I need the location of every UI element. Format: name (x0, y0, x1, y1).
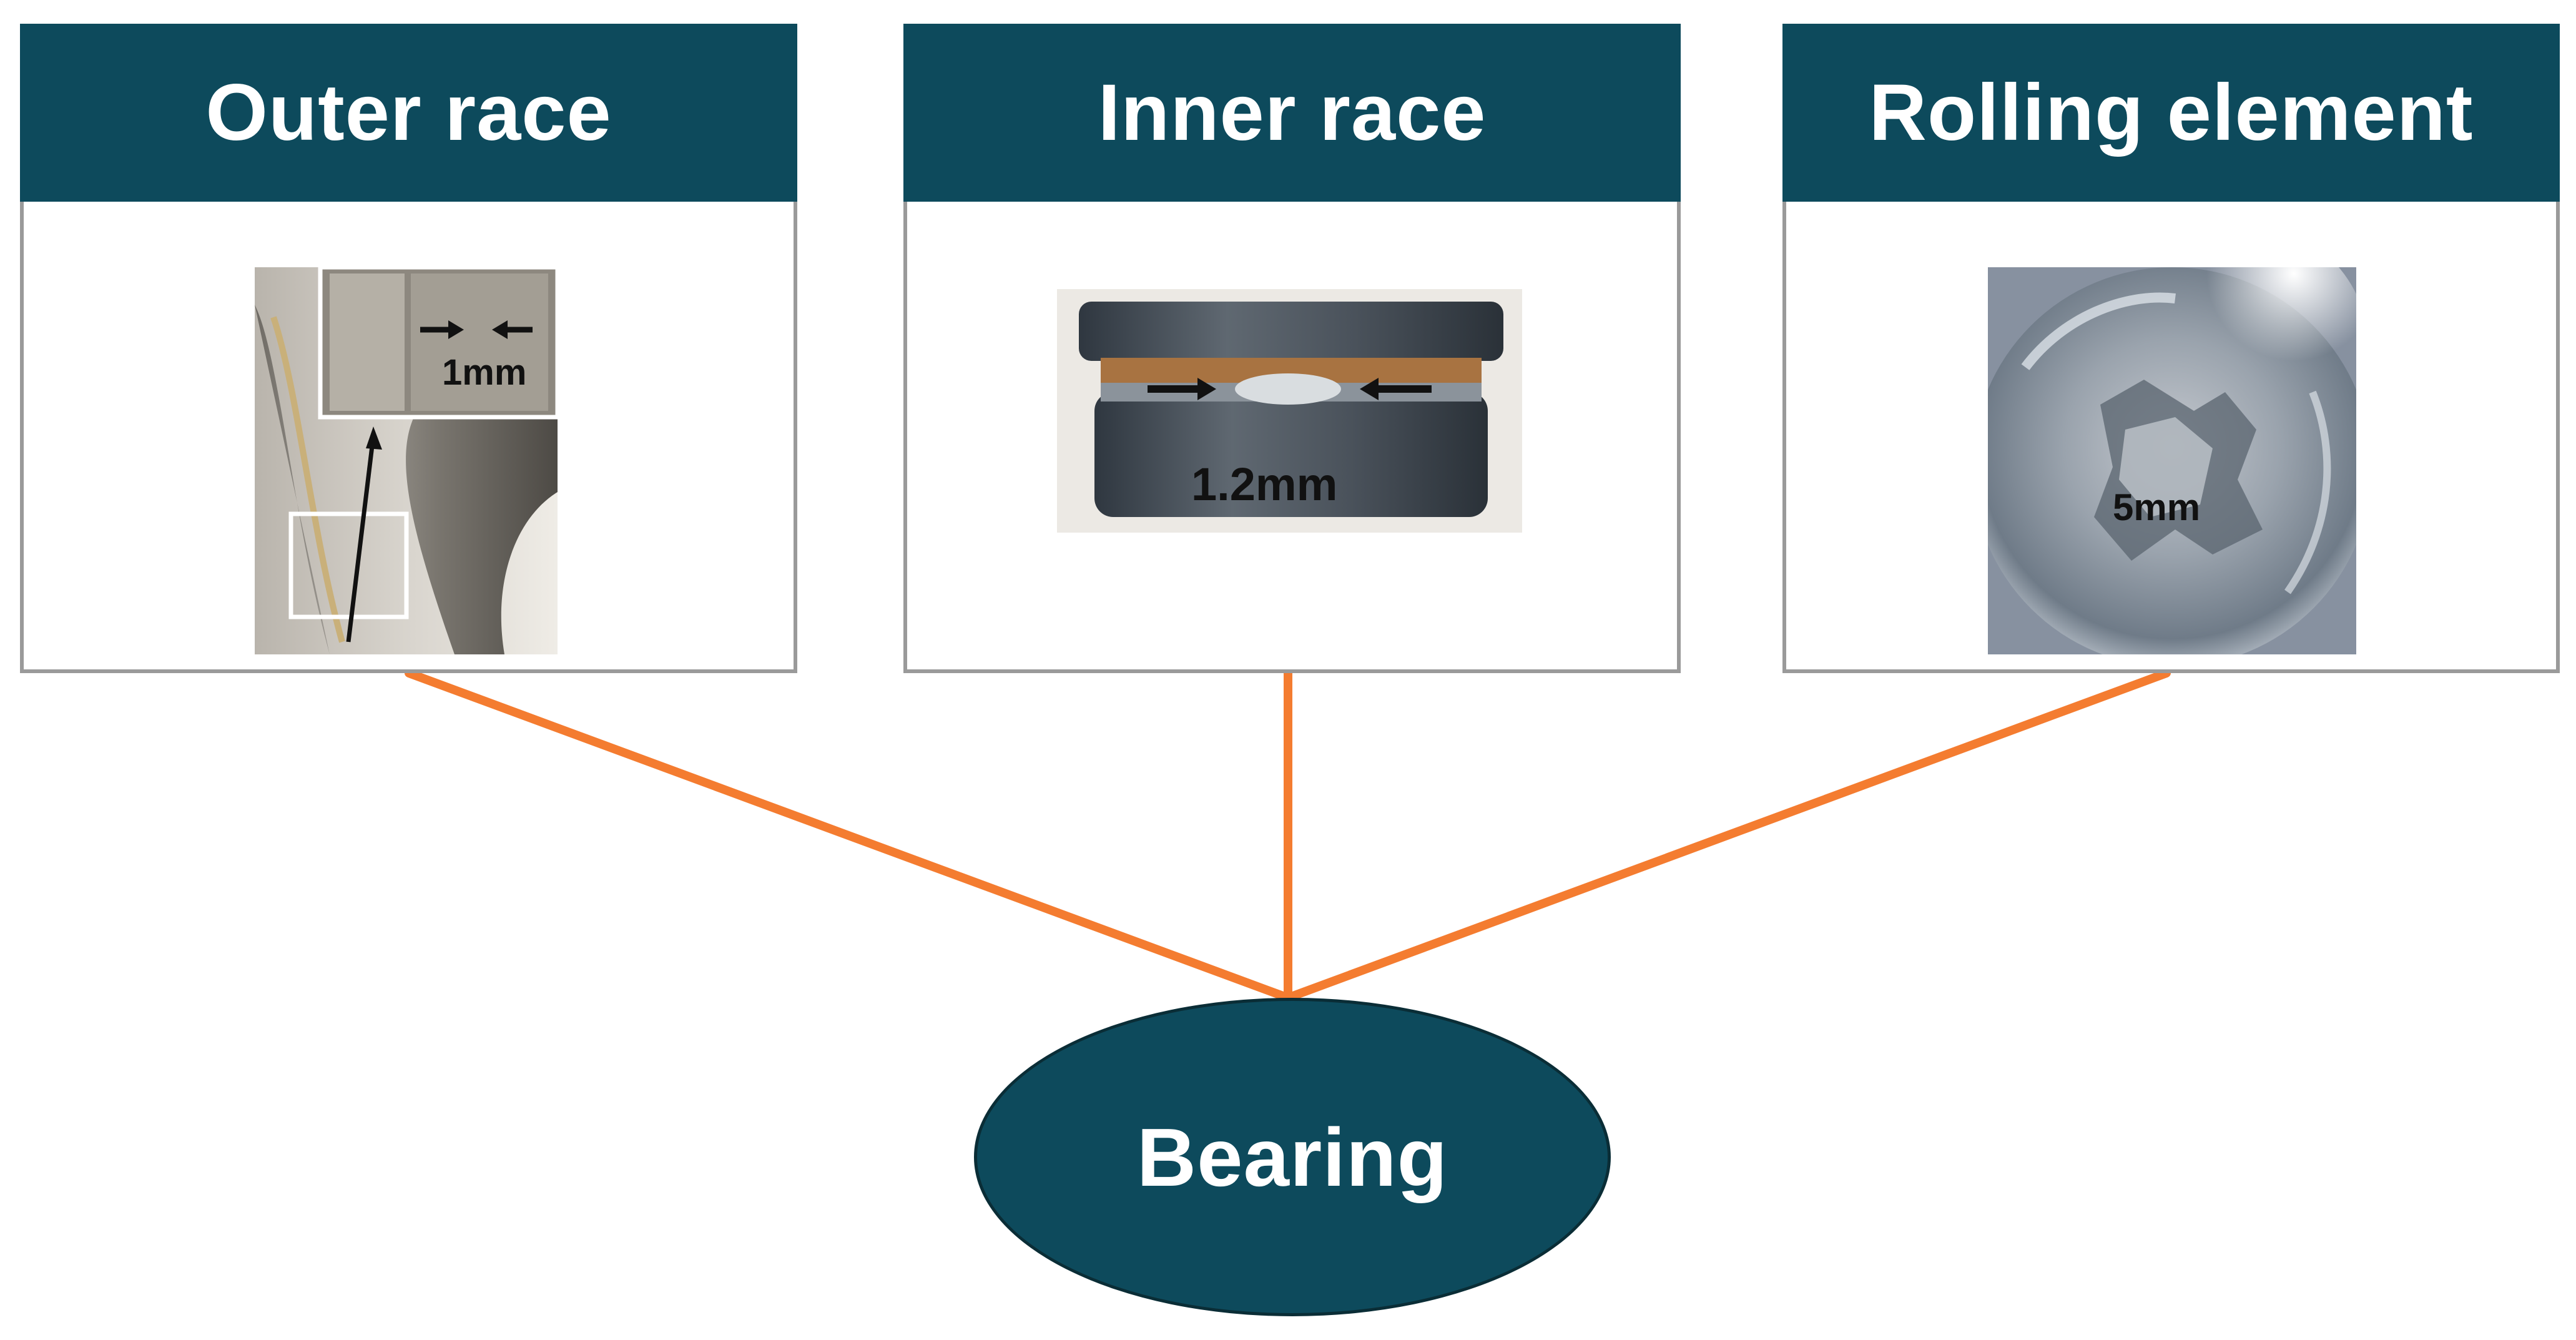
inner-race-photo-icon: 1.2mm (1057, 289, 1522, 533)
bearing-root-node: Bearing (974, 998, 1611, 1316)
connector-outer-race (405, 669, 1292, 1002)
panel-header: Outer race (20, 24, 797, 202)
panel-body: 1.2mm (903, 202, 1681, 673)
panel-outer-race: Outer race (20, 24, 797, 673)
panel-title: Inner race (1098, 68, 1487, 157)
panel-title: Rolling element (1869, 68, 2474, 157)
panel-header: Inner race (903, 24, 1681, 202)
connector-rolling-element (1284, 669, 2171, 1002)
root-label: Bearing (1136, 1111, 1448, 1203)
panel-inner-race: Inner race (903, 24, 1681, 673)
panel-rolling-element: Rolling element (1782, 24, 2560, 673)
panel-body: 1mm (20, 202, 797, 673)
measurement-label: 1.2mm (1191, 458, 1338, 510)
panel-title: Outer race (205, 68, 612, 157)
outer-race-photo-icon: 1mm (255, 267, 558, 654)
panel-body: 5mm (1782, 202, 2560, 673)
panel-header: Rolling element (1782, 24, 2560, 202)
measurement-label: 5mm (2113, 486, 2201, 528)
rolling-element-photo-icon: 5mm (1988, 267, 2356, 654)
measurement-label: 1mm (442, 352, 527, 393)
